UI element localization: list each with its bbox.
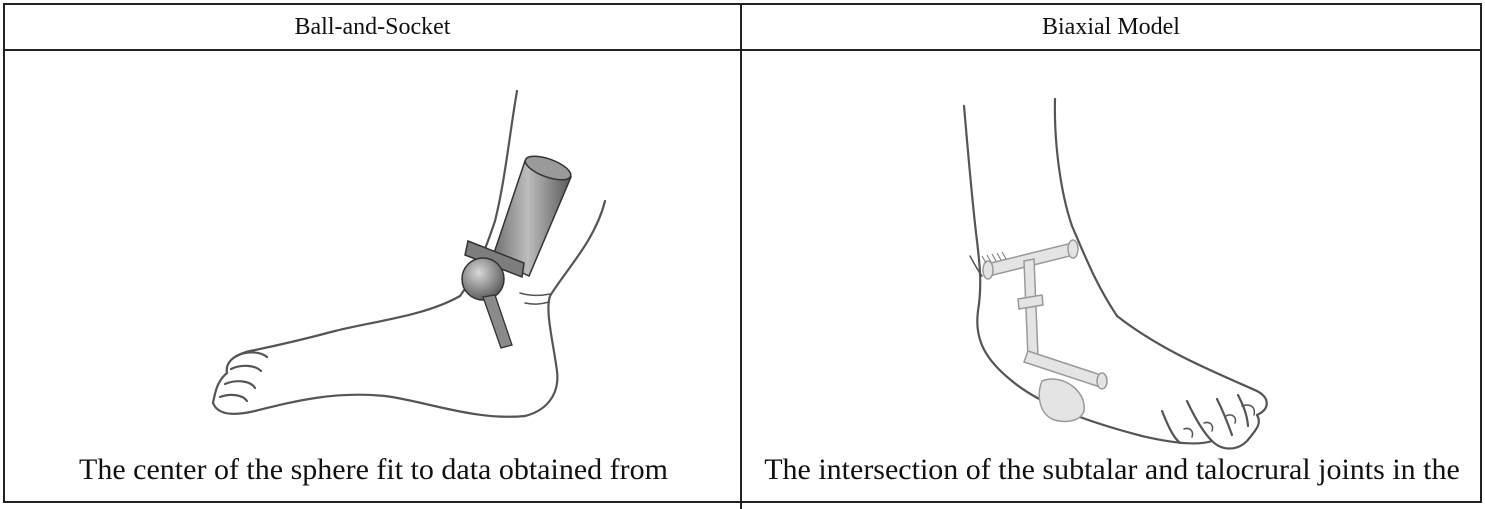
ball-and-socket-figure <box>5 51 742 451</box>
biaxial-hinge-joint <box>981 239 1108 423</box>
biaxial-model-figure <box>742 51 1482 451</box>
body-divider <box>740 49 742 509</box>
header-ball-and-socket: Ball-and-Socket <box>294 14 451 40</box>
ball-and-socket-joint <box>461 155 573 349</box>
header-biaxial-model: Biaxial Model <box>1042 14 1180 40</box>
caption-biaxial-model: The intersection of the subtalar and tal… <box>764 453 1460 486</box>
table-header: Ball-and-Socket Biaxial Model <box>5 5 1480 51</box>
caption-ball-and-socket: The center of the sphere fit to data obt… <box>79 453 668 486</box>
header-divider <box>740 5 742 49</box>
comparison-table: Ball-and-Socket Biaxial Model <box>3 3 1482 509</box>
